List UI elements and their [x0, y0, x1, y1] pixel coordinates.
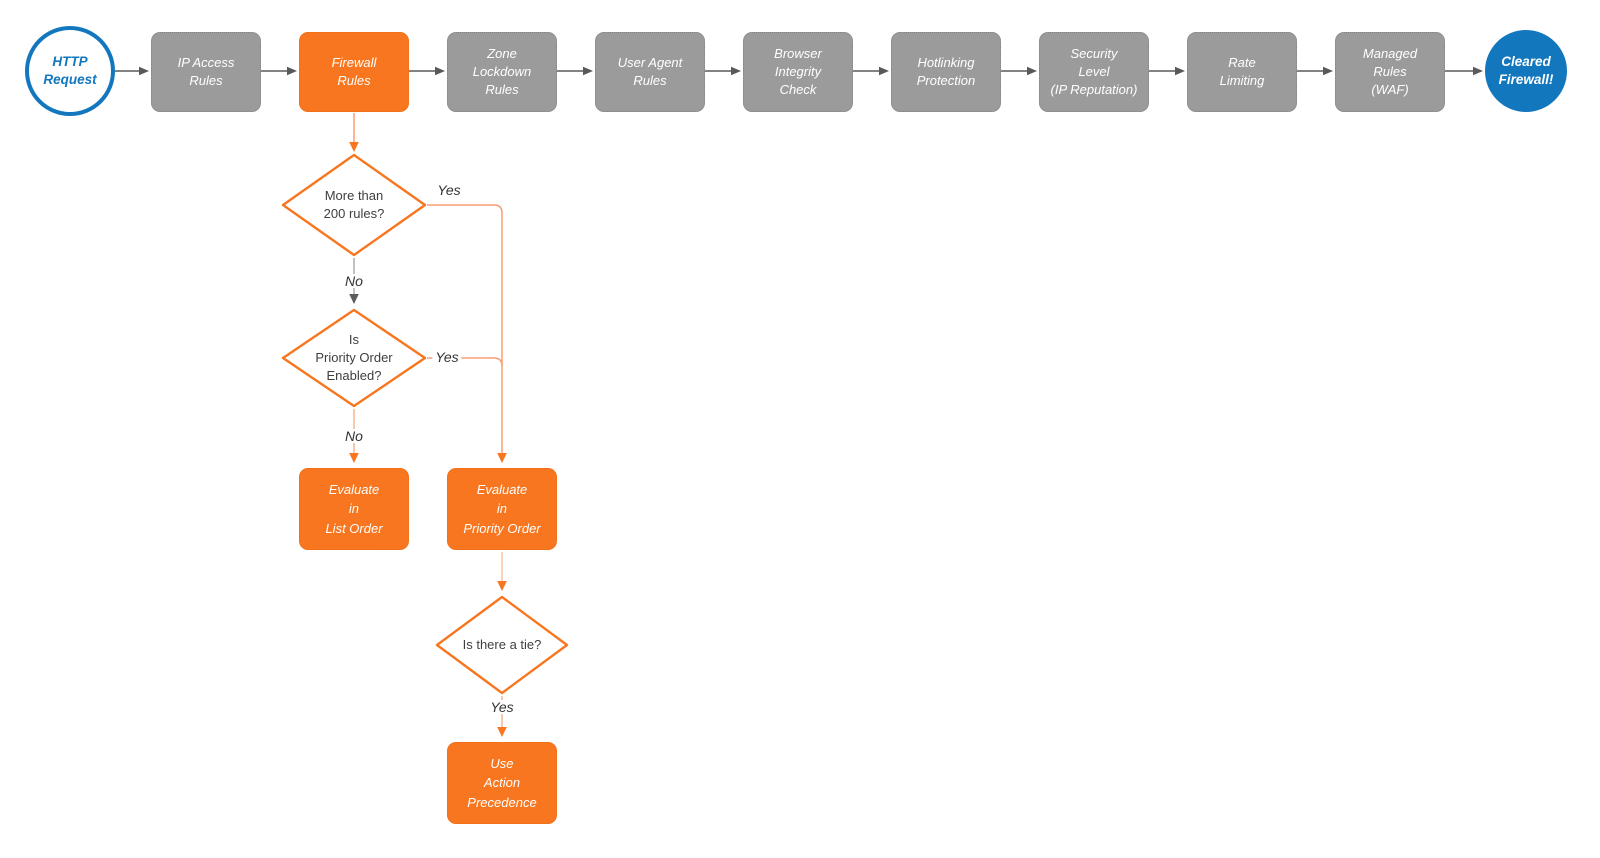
action-use-action-precedence: Use Action Precedence	[447, 742, 557, 824]
edge-label-d1-yes: Yes	[434, 183, 464, 197]
stage-hotlinking-protection: Hotlinking Protection	[891, 32, 1001, 112]
stage-user-agent-rules: User Agent Rules	[595, 32, 705, 112]
edge-d2-yes	[427, 357, 503, 367]
stage-rate-limiting: Rate Limiting	[1187, 32, 1297, 112]
decision-more-than-200-rules: More than 200 rules?	[281, 153, 427, 257]
action-evaluate-in-list-order: Evaluate in List Order	[299, 468, 409, 550]
edge-firewall-to-d1	[349, 113, 359, 152]
decision-label: More than 200 rules?	[323, 187, 385, 221]
action-evaluate-in-priority-order: Evaluate in Priority Order	[447, 468, 557, 550]
diamond-shape	[435, 595, 569, 695]
stage-security-level: Security Level (IP Reputation)	[1039, 32, 1149, 112]
edge-label-d3-yes: Yes	[487, 700, 517, 714]
stage-ip-access-rules: IP Access Rules	[151, 32, 261, 112]
diamond-shape	[281, 153, 427, 257]
edge-priority-to-d3	[497, 552, 507, 591]
decision-is-there-a-tie: Is there a tie?	[435, 595, 569, 695]
edge-label-d2-no: No	[342, 429, 366, 443]
edge-label-d2-yes: Yes	[432, 350, 462, 364]
stage-firewall-rules: Firewall Rules	[299, 32, 409, 112]
stage-managed-rules-waf: Managed Rules (WAF)	[1335, 32, 1445, 112]
end-node-cleared-firewall: Cleared Firewall!	[1485, 30, 1567, 112]
decision-label: Is there a tie?	[462, 636, 542, 652]
edge-d1-yes	[427, 204, 507, 463]
stage-browser-integrity-check: Browser Integrity Check	[743, 32, 853, 112]
diamond-shape	[281, 308, 427, 408]
decision-priority-order-enabled: Is Priority Order Enabled?	[281, 308, 427, 408]
decision-label: Is Priority Order Enabled?	[315, 331, 393, 384]
start-node-http-request: HTTP Request	[25, 26, 115, 116]
pipeline-arrows	[115, 66, 1483, 76]
edge-label-d1-no: No	[342, 274, 366, 288]
stage-zone-lockdown-rules: Zone Lockdown Rules	[447, 32, 557, 112]
